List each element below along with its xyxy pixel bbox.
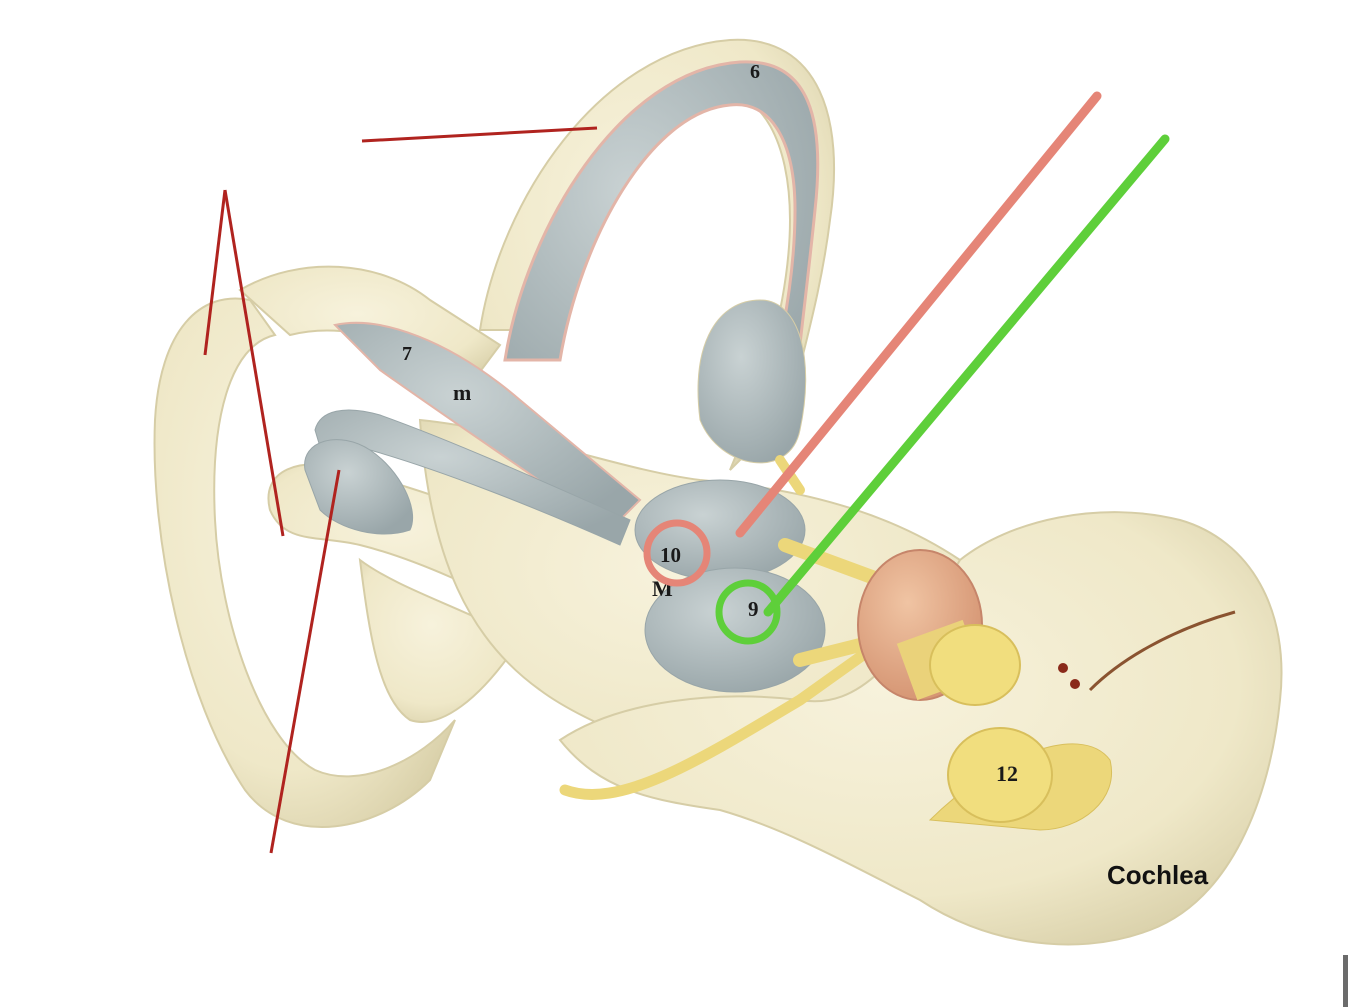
- label-6: 6: [750, 61, 760, 83]
- leader-line-red: [203, 189, 227, 356]
- highlight-circle-10: [643, 519, 711, 587]
- label-m: m: [453, 380, 471, 405]
- label-10: 10: [660, 543, 681, 567]
- vessel-dot: [1070, 679, 1080, 689]
- label-cochlea: Cochlea: [1107, 860, 1209, 890]
- lateral-semicircular-canal: [153, 297, 456, 828]
- posterior-canal-ampulla: [358, 557, 522, 723]
- label-7: 7: [402, 343, 412, 365]
- label-12: 12: [996, 761, 1018, 786]
- edge-scroll-indicator: [1343, 955, 1348, 1007]
- leader-line-green: [763, 134, 1170, 617]
- vestibular-nerve-upper: [778, 538, 887, 587]
- leader-line-red: [223, 189, 285, 537]
- cochlea-seam: [1088, 610, 1236, 692]
- posterior-ampullary-nerve: [559, 644, 876, 800]
- nerve-bundle-upper: [896, 619, 1021, 706]
- highlight-circle-9: [715, 579, 781, 645]
- leader-line-red: [269, 469, 341, 854]
- leader-lines: [203, 91, 1170, 854]
- nerve-bundle-lower: [928, 727, 1112, 831]
- ampulla-anterior: [697, 299, 807, 464]
- vessel-dot: [1058, 663, 1068, 673]
- cochlea-body: [558, 511, 1283, 946]
- nerves: [559, 455, 1112, 831]
- label-9: 9: [748, 597, 759, 621]
- leader-line-red: [361, 126, 598, 143]
- leader-line-salmon: [735, 91, 1102, 538]
